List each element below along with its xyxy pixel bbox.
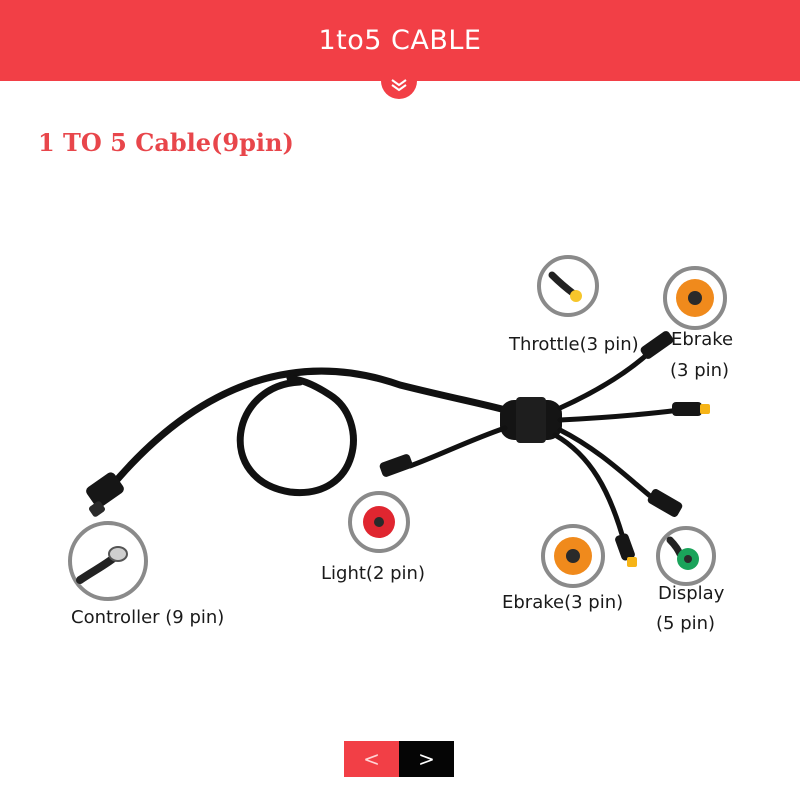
display-detail-icon [656, 526, 716, 586]
header-title: 1to5 CABLE [318, 24, 482, 56]
ebrake-bottom-cable-connector [615, 533, 637, 567]
light-cable-connector [379, 454, 413, 477]
ebrake-bottom-detail-icon [541, 524, 605, 588]
throttle-detail-icon [537, 255, 599, 317]
ebrake-top-label-pins: (3 pin) [670, 360, 730, 381]
light-label: Light(2 pin) [321, 563, 425, 584]
throttle-cable-connector [640, 331, 674, 359]
ebrake-top-detail-icon [663, 266, 727, 330]
ebrake-top-cable-connector [672, 402, 710, 416]
branch-cables [407, 349, 683, 548]
ebrake-bottom-label: Ebrake(3 pin) [502, 592, 624, 613]
ebrake-top-label-name: Ebrake [671, 329, 734, 350]
display-label-name: Display [658, 583, 725, 604]
display-cable-connector [647, 489, 683, 517]
controller-connector [86, 472, 124, 517]
controller-label: Controller (9 pin) [71, 607, 225, 628]
product-subtitle: 1 TO 5 Cable(9pin) [38, 128, 294, 157]
throttle-label: Throttle(3 pin) [509, 334, 639, 355]
controller-detail-icon [68, 521, 148, 601]
pager: < > [344, 741, 454, 777]
display-label-pins: (5 pin) [656, 613, 716, 634]
next-button[interactable]: > [399, 741, 454, 777]
light-detail-icon [348, 491, 410, 553]
splitter-body [500, 397, 562, 443]
main-cable [106, 367, 524, 496]
previous-button[interactable]: < [344, 741, 399, 777]
header-bar: 1to5 CABLE [0, 0, 800, 81]
